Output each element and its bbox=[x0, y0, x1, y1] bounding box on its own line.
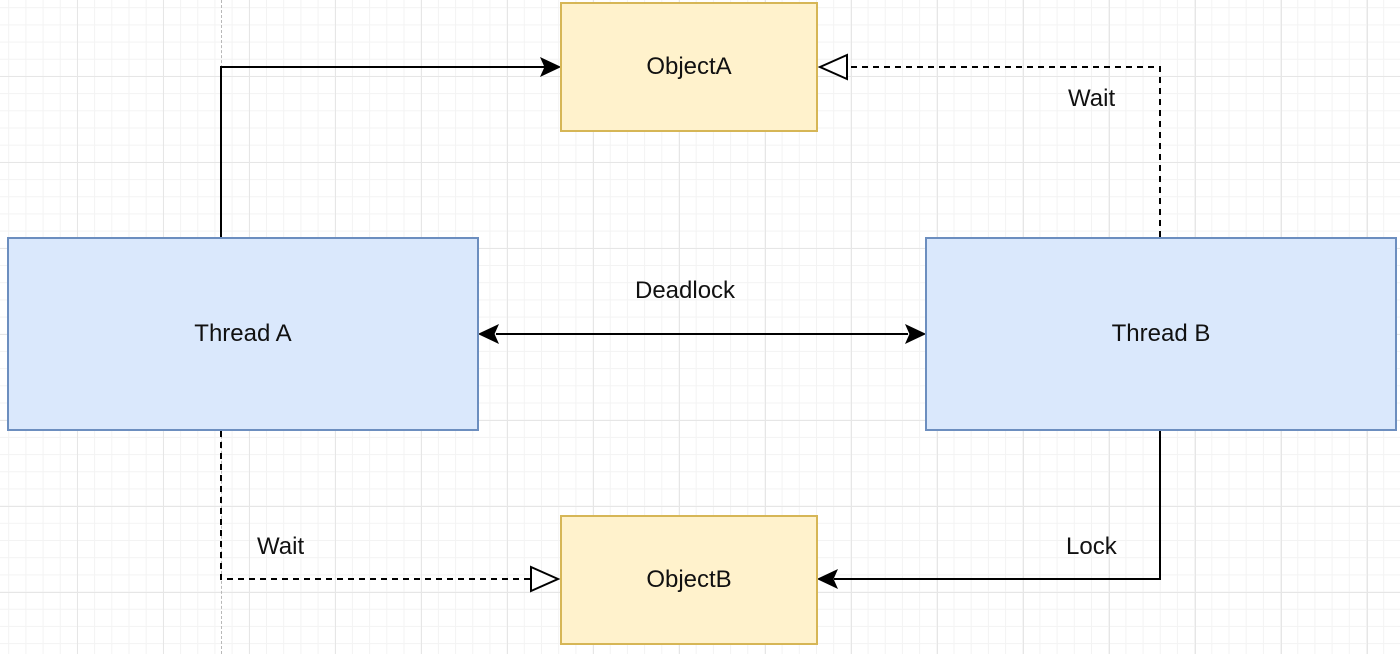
thread-a-label: Thread A bbox=[194, 320, 292, 347]
edge-thread-a-wait-object-b[interactable] bbox=[220, 431, 561, 593]
thread-b-label: Thread B bbox=[1111, 320, 1211, 347]
thread-a-node[interactable]: Thread A bbox=[7, 237, 479, 431]
object-b-node[interactable]: ObjectB bbox=[560, 515, 818, 645]
object-a-node[interactable]: ObjectA bbox=[560, 2, 818, 132]
edge-deadlock[interactable] bbox=[477, 323, 927, 345]
arrowhead-hollow-icon bbox=[530, 565, 561, 593]
arrowhead-filled-icon bbox=[904, 323, 927, 345]
object-b-label: ObjectB bbox=[646, 566, 732, 593]
arrowhead-filled-icon bbox=[477, 323, 500, 345]
thread-b-lock-edge-label: Lock bbox=[1066, 533, 1117, 560]
thread-b-node[interactable]: Thread B bbox=[925, 237, 1397, 431]
edge-thread-b-wait-object-a[interactable] bbox=[817, 53, 1161, 237]
edge-thread-b-lock-object-b[interactable] bbox=[816, 431, 1161, 590]
thread-a-wait-edge-label: Wait bbox=[257, 533, 305, 560]
object-a-label: ObjectA bbox=[646, 53, 732, 80]
arrowhead-filled-icon bbox=[539, 56, 562, 78]
arrowhead-hollow-icon bbox=[817, 53, 848, 81]
edge-thread-a-lock-object-a[interactable] bbox=[220, 56, 562, 237]
deadlock-edge-label: Deadlock bbox=[635, 277, 736, 304]
thread-b-wait-edge-label: Wait bbox=[1068, 85, 1116, 112]
arrowhead-filled-icon bbox=[816, 568, 839, 590]
